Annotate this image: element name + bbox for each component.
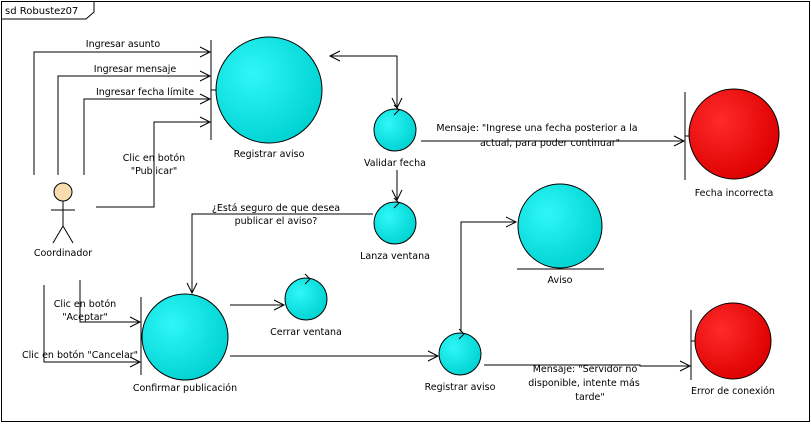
- lanza-to-confirmar-line: [191, 213, 373, 293]
- boundary-fecha-incorrecta-label: Fecha incorrecta: [695, 188, 774, 199]
- boundary-registrar-aviso-label: Registrar aviso: [234, 149, 305, 160]
- msg-seguro-line2: publicar el aviso?: [235, 216, 318, 227]
- control-validar-fecha[interactable]: Validar fecha: [364, 104, 426, 169]
- control-lanza-ventana-label: Lanza ventana: [360, 251, 430, 262]
- boundary-error-conexion-label: Error de conexión: [691, 386, 775, 397]
- msg-clic-publicar-line1: Clic en botón: [123, 153, 185, 164]
- actor-label: Coordinador: [34, 248, 92, 259]
- control-registrar-aviso[interactable]: Registrar aviso: [425, 328, 496, 393]
- entity-aviso[interactable]: Aviso: [517, 183, 604, 286]
- msg-clic-aceptar-line2: "Aceptar": [62, 312, 108, 323]
- boundary-registrar-aviso[interactable]: Registrar aviso: [210, 36, 323, 160]
- arrowhead: [199, 70, 212, 82]
- control-registrar-aviso-label: Registrar aviso: [425, 382, 496, 393]
- msg-servidor-line1: Mensaje: "Servidor no: [533, 364, 638, 375]
- control-lanza-ventana[interactable]: Lanza ventana: [360, 197, 430, 262]
- arrowhead: [427, 350, 440, 362]
- arrowhead: [391, 189, 403, 202]
- boundary-fecha-incorrecta[interactable]: Fecha incorrecta: [684, 88, 780, 199]
- connectors: [33, 46, 692, 372]
- msg-clic-cancelar: Clic en botón "Cancelar": [22, 350, 138, 361]
- actor-coordinador[interactable]: Coordinador: [34, 182, 92, 259]
- msg-fecha-line1: Mensaje: "Ingrese una fecha posterior a …: [436, 123, 637, 134]
- frame-title-tab: [1, 1, 95, 20]
- msg-ingresar-asunto-line: [33, 51, 210, 175]
- msg-servidor-line2: disponible, intente más: [528, 378, 640, 389]
- msg-servidor-line3: tarde": [575, 392, 605, 403]
- msg-ingresar-asunto: Ingresar asunto: [86, 39, 161, 50]
- arrowhead: [186, 282, 198, 295]
- msg-ingresar-mensaje: Ingresar mensaje: [94, 64, 177, 75]
- arrowhead: [673, 135, 686, 147]
- boundary-error-conexion[interactable]: Error de conexión: [690, 302, 775, 397]
- msg-clic-aceptar-line1: Clic en botón: [54, 299, 116, 310]
- msg-ingresar-fecha: Ingresar fecha límite: [96, 87, 194, 98]
- frame-title: sd Robustez07: [5, 6, 78, 17]
- msg-clic-publicar-line: [96, 121, 210, 208]
- msg-ingresar-mensaje-line: [57, 75, 210, 175]
- control-cerrar-ventana[interactable]: Cerrar ventana: [270, 273, 342, 338]
- msg-ingresar-fecha-line: [83, 98, 210, 175]
- arrowhead: [199, 46, 212, 58]
- msg-clic-aceptar-line: [79, 280, 140, 323]
- msg-fecha-line2: actual, para poder continuar": [480, 138, 620, 149]
- arrowhead: [199, 116, 212, 128]
- msg-seguro-line1: ¿Está seguro de que desea: [212, 203, 340, 214]
- arrowhead: [679, 360, 692, 372]
- control-cerrar-ventana-label: Cerrar ventana: [270, 327, 342, 338]
- arrowhead: [273, 299, 286, 311]
- msg-clic-publicar-line2: "Publicar": [131, 166, 178, 177]
- registrar-to-error-line: [484, 364, 690, 367]
- arrowhead: [505, 216, 518, 228]
- control-validar-fecha-label: Validar fecha: [364, 158, 426, 169]
- msg-clic-cancelar-line: [43, 285, 140, 363]
- boundary-confirmar-publicacion[interactable]: Confirmar publicación: [133, 293, 237, 394]
- arrowhead: [129, 316, 142, 328]
- arrowhead: [129, 356, 142, 368]
- actor-head: [53, 182, 73, 202]
- registrar-to-validar-line: [330, 55, 398, 108]
- arrowhead: [199, 93, 212, 105]
- entity-aviso-label: Aviso: [548, 275, 573, 286]
- arrowhead: [328, 50, 341, 62]
- boundary-confirmar-label: Confirmar publicación: [133, 383, 237, 394]
- registrar-to-aviso-line: [460, 221, 516, 332]
